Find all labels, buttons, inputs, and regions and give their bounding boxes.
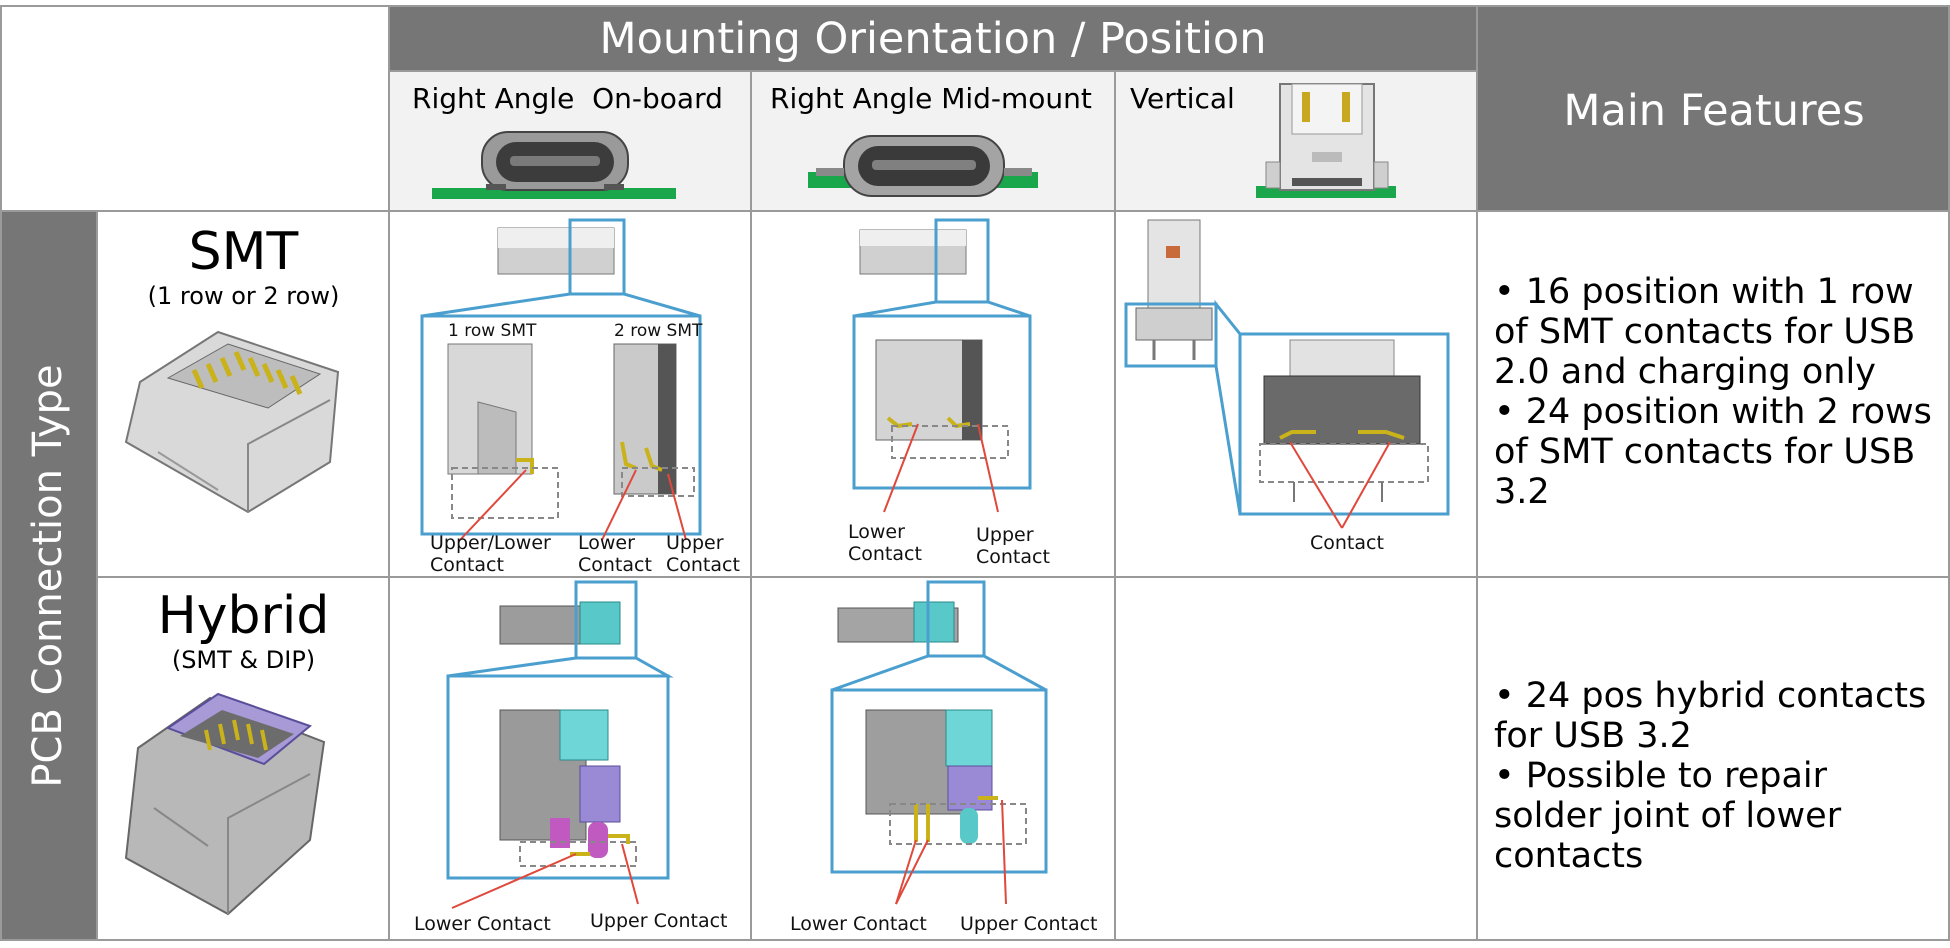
- inset-2-row-label: 2 row SMT: [614, 321, 703, 341]
- hybrid-cap-lower: Lower Contact: [414, 913, 551, 935]
- smt-midmount-diagram: Lower Contact Upper Contact: [848, 218, 1050, 568]
- cap-lower-line1: Lower: [578, 532, 635, 554]
- hybrid-feature-1: • 24 pos hybrid contacts for USB 3.2: [1494, 676, 1927, 756]
- vertical-cap-contact: Contact: [1310, 532, 1384, 554]
- smt-features-cell: • 16 position with 1 row of SMT contacts…: [1478, 212, 1950, 576]
- mid-cap-upper-line2: Contact: [976, 546, 1050, 568]
- column-header-vertical: Vertical: [1116, 72, 1476, 210]
- mid-cap-lower-line2: Contact: [848, 543, 922, 565]
- cap-lower-line2: Contact: [578, 554, 652, 576]
- hybrid-connector-image: [124, 692, 326, 916]
- smt-connector-image: [124, 330, 340, 514]
- smt-vertical-diagram: Contact: [1124, 219, 1450, 554]
- main-features-header: Main Features: [1478, 6, 1950, 210]
- cap-upper-line1: Upper: [666, 532, 724, 554]
- hybrid-features-list: • 24 pos hybrid contacts for USB 3.2 • P…: [1494, 676, 1940, 876]
- smt-type-cell: SMT (1 row or 2 row): [98, 212, 389, 576]
- orientation-title: Mounting Orientation / Position: [599, 14, 1267, 64]
- midmount-connector-icon: [808, 135, 1038, 197]
- pcb-connection-type-label: PCB Connection Type: [0, 212, 96, 940]
- smt-onboard-diagram: 1 row SMT 2 row SMT Upper/Lower Contact …: [420, 218, 740, 576]
- hybrid-midmount-diagram: Lower Contact Upper Contact: [790, 580, 1098, 935]
- inset-1-row-label: 1 row SMT: [448, 321, 537, 341]
- hybrid-features-cell: • 24 pos hybrid contacts for USB 3.2 • P…: [1478, 578, 1950, 940]
- smt-feature-2: • 24 position with 2 rows of SMT contact…: [1494, 392, 1932, 512]
- smt-feature-1: • 16 position with 1 row of SMT contacts…: [1494, 272, 1916, 392]
- orientation-header: Mounting Orientation / Position: [390, 6, 1476, 70]
- smt-onboard-cell: 1 row SMT 2 row SMT Upper/Lower Contact …: [390, 212, 750, 576]
- column-header-midmount: Right Angle Mid-mount: [752, 72, 1114, 210]
- top-left-blank: [0, 6, 389, 210]
- hybrid-vertical-cell: [1116, 578, 1476, 940]
- smt-midmount-cell: Lower Contact Upper Contact: [752, 212, 1114, 576]
- hybrid-onboard-cell: Lower Contact Upper Contact: [390, 578, 750, 940]
- hybrid-type-cell: Hybrid (SMT & DIP): [98, 578, 389, 940]
- hybrid-midmount-cell: Lower Contact Upper Contact: [752, 578, 1114, 940]
- hybrid-mid-cap-lower: Lower Contact: [790, 913, 927, 935]
- cap-upper-line2: Contact: [666, 554, 740, 576]
- hybrid-cap-upper: Upper Contact: [590, 910, 728, 932]
- hybrid-mid-cap-upper: Upper Contact: [960, 913, 1098, 935]
- mid-cap-upper-line1: Upper: [976, 524, 1034, 546]
- onboard-connector-icon: [432, 131, 676, 199]
- column-header-onboard: Right Angle On-board: [390, 72, 750, 210]
- smt-features-list: • 16 position with 1 row of SMT contacts…: [1494, 272, 1940, 512]
- smt-vertical-cell: Contact: [1116, 212, 1476, 576]
- cap-upper-lower-line2: Contact: [430, 554, 504, 576]
- hybrid-feature-2: • Possible to repair solder joint of low…: [1494, 756, 1842, 876]
- cap-upper-lower-line1: Upper/Lower: [430, 532, 551, 554]
- main-features-title: Main Features: [1563, 86, 1865, 136]
- hybrid-onboard-diagram: Lower Contact Upper Contact: [414, 580, 728, 935]
- vertical-connector-icon: [1256, 83, 1396, 198]
- side-label-text: PCB Connection Type: [25, 364, 71, 788]
- mid-cap-lower-line1: Lower: [848, 521, 905, 543]
